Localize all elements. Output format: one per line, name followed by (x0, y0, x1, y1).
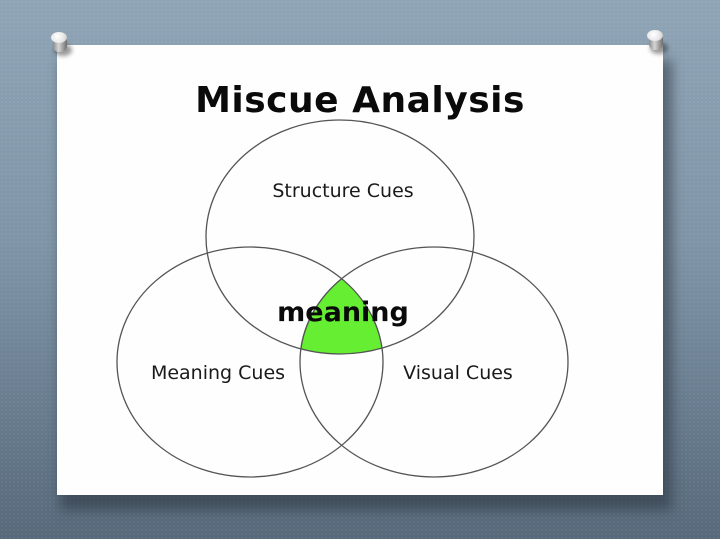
intersection-label: meaning (277, 297, 409, 328)
pushpin-icon (646, 30, 668, 56)
slide-paper (57, 45, 663, 495)
meaning-cues-label: Meaning Cues (150, 362, 286, 384)
structure-cues-label: Structure Cues (272, 180, 414, 202)
slide-title: Miscue Analysis (195, 80, 525, 121)
meaning-cues-circle (116, 246, 384, 478)
structure-cues-circle (205, 119, 475, 355)
visual-cues-circle (299, 246, 569, 478)
visual-cues-label: Visual Cues (403, 362, 513, 384)
pushpin-icon (50, 32, 72, 58)
